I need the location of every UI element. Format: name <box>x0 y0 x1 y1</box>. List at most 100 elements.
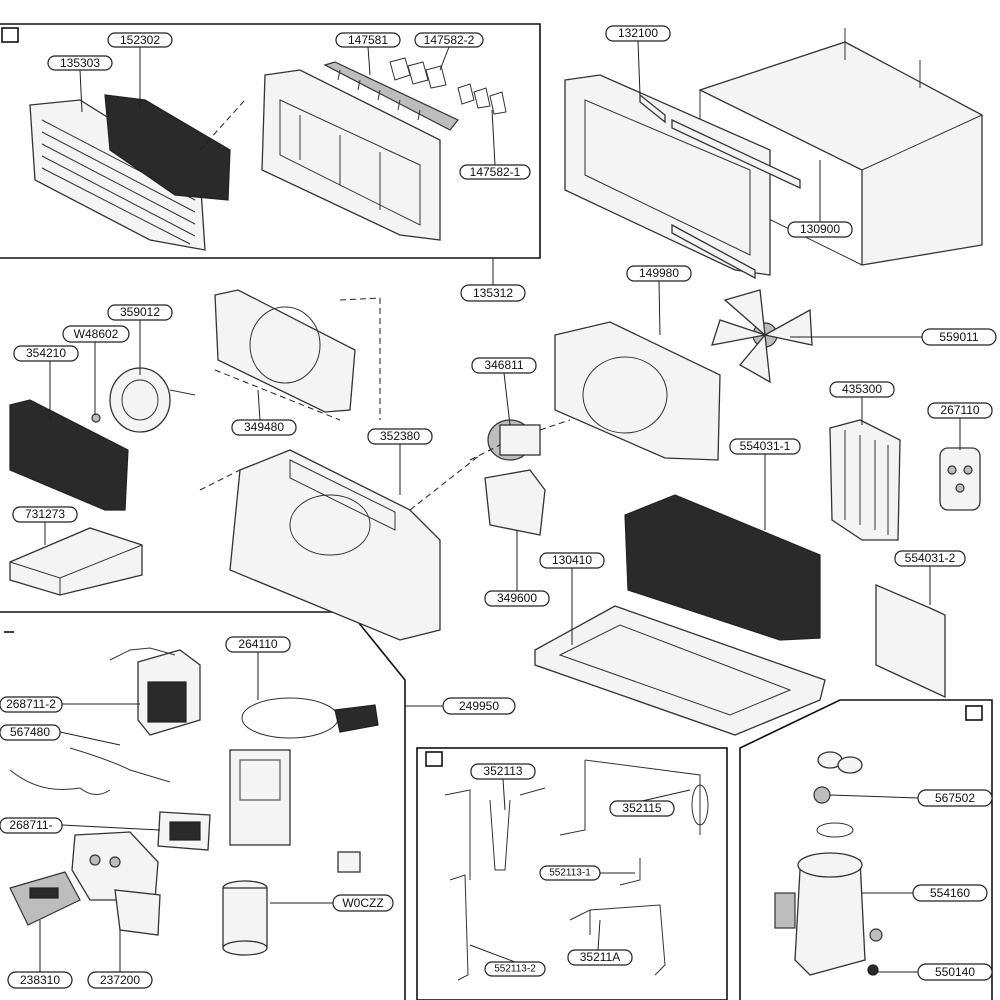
leader-147582-1 <box>491 109 496 166</box>
leader-567480 <box>59 731 121 746</box>
svg-text:349600: 349600 <box>497 591 537 605</box>
capacitor-part <box>222 880 268 956</box>
label-554031-2[interactable]: 554031-2 <box>894 550 966 567</box>
svg-text:147581: 147581 <box>348 33 388 47</box>
label-238310[interactable]: 238310 <box>7 971 73 989</box>
label-550140[interactable]: 550140 <box>917 963 993 981</box>
label-268711-2[interactable]: 268711-2 <box>0 696 63 713</box>
label-352113[interactable]: 352113 <box>470 763 536 780</box>
label-132100[interactable]: 132100 <box>605 25 671 42</box>
frame-electrical-group <box>0 611 406 1000</box>
label-559011[interactable]: 559011 <box>921 328 997 346</box>
label-349600[interactable]: 349600 <box>484 590 550 607</box>
label-237200[interactable]: 237200 <box>87 971 153 989</box>
parts <box>9 28 983 981</box>
svg-text:559011: 559011 <box>939 330 978 344</box>
capacitor-clip-part <box>337 851 361 873</box>
leader-149980 <box>658 280 661 336</box>
label-130410[interactable]: 130410 <box>539 552 605 569</box>
dash-basepan-guide <box>199 454 481 511</box>
leader-132100 <box>637 40 641 96</box>
label-731273[interactable]: 731273 <box>12 506 78 523</box>
leader-147581 <box>367 46 371 76</box>
label-567480[interactable]: 567480 <box>0 724 61 741</box>
cabinet-front-frame-part <box>564 74 771 276</box>
label-149980[interactable]: 149980 <box>626 265 692 282</box>
label-W48602[interactable]: W48602 <box>62 325 130 343</box>
label-354210[interactable]: 354210 <box>13 345 79 362</box>
wire-top-part <box>109 647 176 661</box>
label-135312[interactable]: 135312 <box>460 284 526 302</box>
svg-text:550140: 550140 <box>935 965 975 979</box>
power-cord-part <box>241 697 379 739</box>
svg-text:268711-: 268711- <box>9 818 52 832</box>
remote-control-part <box>939 447 981 511</box>
svg-text:132100: 132100 <box>618 26 658 40</box>
condenser-coil-part <box>624 494 821 641</box>
svg-text:35211A: 35211A <box>580 950 620 964</box>
label-249950[interactable]: 249950 <box>442 697 516 715</box>
label-152302[interactable]: 152302 <box>107 32 173 48</box>
frame-compressor-mark <box>965 705 983 721</box>
label-552113-1[interactable]: 552113-1 <box>539 865 601 881</box>
label-346811[interactable]: 346811 <box>471 357 537 374</box>
frame-corner-mark <box>1 27 19 43</box>
label-147582-1[interactable]: 147582-1 <box>459 164 531 180</box>
piping-parts <box>444 759 709 981</box>
svg-text:135303: 135303 <box>60 56 100 70</box>
svg-text:554031-1: 554031-1 <box>740 439 791 453</box>
capacitor-bracket-part <box>229 749 291 846</box>
clip-set-upper-part <box>389 57 447 89</box>
condenser-shroud-part <box>554 321 721 461</box>
leader-lines <box>39 40 961 973</box>
label-352380[interactable]: 352380 <box>367 428 433 445</box>
label-554160[interactable]: 554160 <box>912 884 988 902</box>
svg-text:359012: 359012 <box>120 305 160 319</box>
air-filter-part <box>104 94 231 201</box>
label-267110[interactable]: 267110 <box>927 402 993 419</box>
leader-552113-2 <box>469 944 516 963</box>
label-352115[interactable]: 352115 <box>609 800 675 817</box>
svg-text:435300: 435300 <box>842 382 882 396</box>
packing-part <box>9 527 143 596</box>
svg-text:130900: 130900 <box>800 222 840 236</box>
dash-filter-guide <box>199 99 246 151</box>
label-147582-2[interactable]: 147582-2 <box>414 32 484 48</box>
leader-35211A <box>597 919 601 951</box>
label-554031-1[interactable]: 554031-1 <box>729 438 801 455</box>
leader-349480 <box>257 389 261 421</box>
motor-bracket-part <box>484 469 546 536</box>
label-W0CZZ[interactable]: W0CZZ <box>332 894 394 912</box>
label-268711[interactable]: 268711- <box>0 817 63 834</box>
heater-part <box>829 419 901 541</box>
label-130900[interactable]: 130900 <box>787 221 853 238</box>
svg-text:352115: 352115 <box>622 801 661 815</box>
label-552113-2[interactable]: 552113-2 <box>484 961 546 977</box>
label-147581[interactable]: 147581 <box>335 32 401 48</box>
frame-piping-group <box>416 747 728 1000</box>
label-264110[interactable]: 264110 <box>225 636 291 653</box>
label-135303[interactable]: 135303 <box>47 55 113 71</box>
front-frame-part <box>261 69 441 241</box>
svg-text:352380: 352380 <box>380 429 420 443</box>
fan-motor-part <box>487 419 541 461</box>
dash-motor-guide <box>469 419 571 461</box>
display-pcb-part <box>157 811 211 851</box>
label-567502[interactable]: 567502 <box>917 789 993 807</box>
svg-text:147582-2: 147582-2 <box>424 33 475 47</box>
label-435300[interactable]: 435300 <box>829 381 895 398</box>
label-349480[interactable]: 349480 <box>231 419 297 436</box>
svg-text:352113: 352113 <box>483 764 522 778</box>
frame-rails-part <box>639 93 801 280</box>
label-359012[interactable]: 359012 <box>107 304 173 321</box>
svg-text:238310: 238310 <box>20 973 60 987</box>
svg-text:249950: 249950 <box>459 699 499 713</box>
front-grille-part <box>29 99 206 251</box>
svg-text:731273: 731273 <box>25 507 65 521</box>
base-pan-part <box>229 449 441 641</box>
wire-sensor-part <box>9 769 111 795</box>
svg-text:552113-2: 552113-2 <box>494 964 536 975</box>
label-35211A[interactable]: 35211A <box>567 949 633 966</box>
svg-text:354210: 354210 <box>26 346 66 360</box>
